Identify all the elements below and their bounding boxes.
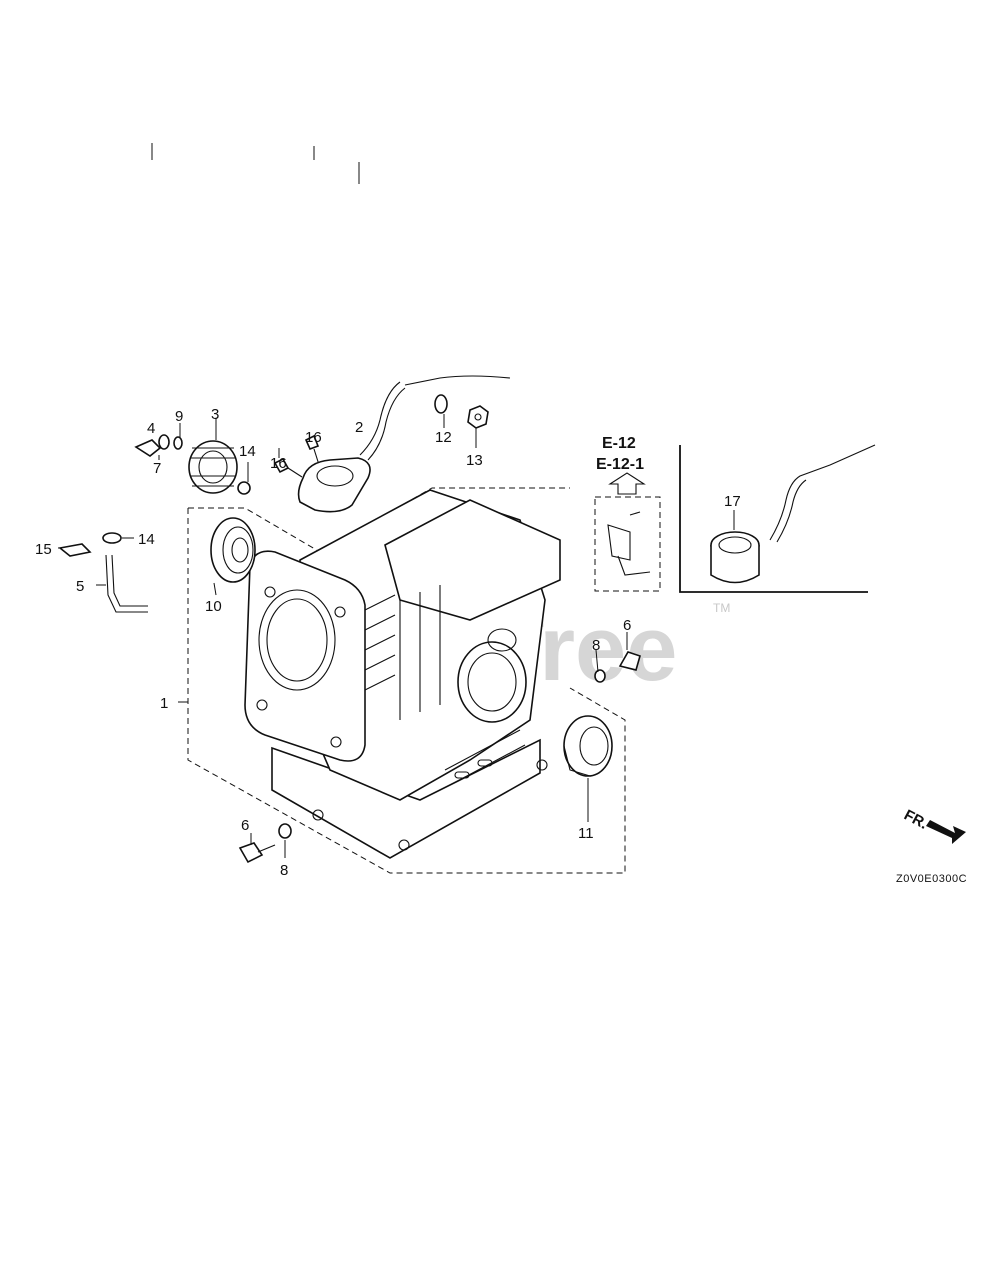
callout-3: 3: [211, 406, 219, 423]
reference-e12: E-12: [602, 435, 636, 452]
callout-15: 15: [35, 541, 52, 558]
watermark-trademark: TM: [713, 601, 730, 615]
oil-level-switch-2: [273, 375, 511, 513]
front-arrow-icon: [926, 820, 966, 844]
callout-14-left: 14: [138, 531, 155, 548]
callout-4: 4: [147, 420, 155, 437]
callout-7: 7: [153, 460, 161, 477]
callout-11: 11: [578, 825, 594, 842]
callouts: 1 2 2 3 4 5 6 6 7 8 8 9 10 11 12 13 14 1…: [35, 406, 741, 879]
callout-8-lower: 8: [280, 862, 288, 879]
washer-14: [237, 481, 251, 495]
callout-14-upper: 14: [239, 443, 256, 460]
reference-e12-1: E-12-1: [596, 456, 644, 473]
arrow-up-icon: [608, 472, 646, 495]
callout-16-upper-label: 16: [305, 429, 322, 446]
leader-lines: [58, 143, 735, 858]
callout-1: 1: [160, 695, 168, 712]
reference-box: E-12 E-12-1: [594, 435, 661, 592]
front-indicator: FR.: [901, 807, 966, 844]
callout-13: 13: [466, 452, 483, 469]
governor-gear-3: [188, 440, 238, 494]
crankcase-block: [244, 489, 561, 859]
callout-5: 5: [76, 578, 84, 595]
bolt-6-right: [594, 651, 641, 683]
oil-seal-11: [563, 715, 613, 777]
callout-10: 10: [205, 598, 222, 615]
callout-9: 9: [175, 408, 183, 425]
governor-pin-4: [134, 434, 183, 457]
governor-arm-5: [58, 532, 148, 613]
diagram-code: Z0V0E0300C: [896, 873, 967, 885]
front-label: FR.: [901, 807, 930, 833]
grommet-12: [434, 394, 448, 414]
bearing-10: [210, 517, 256, 583]
nut-13: [467, 405, 489, 429]
callout-2-label: 2: [355, 419, 363, 436]
callout-6-right: 6: [623, 617, 631, 634]
callout-16-left: 16: [270, 455, 287, 472]
callout-17: 17: [724, 493, 741, 510]
inset-frame: [679, 444, 876, 593]
callout-6-lower: 6: [241, 817, 249, 834]
callout-12: 12: [435, 429, 452, 446]
bolt-6-lower: [238, 823, 292, 864]
callout-8-right: 8: [592, 637, 600, 654]
